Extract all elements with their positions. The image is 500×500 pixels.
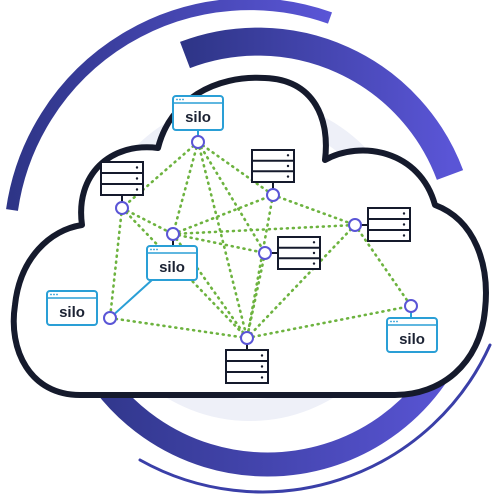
- network-node: [191, 135, 205, 149]
- connection-line: [120, 206, 175, 236]
- server-right: [367, 207, 411, 242]
- connection-line: [171, 193, 275, 236]
- outer-arc-top-left: [6, 0, 333, 211]
- connection-line: [245, 193, 275, 340]
- network-node: [348, 218, 362, 232]
- outer-arc-thin-bottom: [138, 343, 492, 494]
- server-upper-middle: [251, 149, 295, 183]
- server-center: [277, 236, 321, 270]
- connection-line: [353, 223, 413, 308]
- connection-line: [108, 316, 249, 340]
- network-node: [404, 299, 418, 313]
- silo-label: silo: [185, 109, 211, 126]
- server-bottom: [225, 349, 269, 384]
- silo-box-left: silo: [46, 290, 98, 326]
- network-node: [266, 188, 280, 202]
- silo-box-top: silo: [172, 95, 224, 131]
- connection-line: [120, 140, 200, 210]
- connection-line: [245, 223, 357, 340]
- connection-line: [271, 193, 357, 227]
- connection-line: [196, 140, 249, 340]
- silo-box-center: silo: [146, 245, 198, 281]
- connection-line: [245, 251, 267, 340]
- network-node: [166, 227, 180, 241]
- connection-line: [108, 206, 124, 320]
- connection-line: [171, 223, 357, 236]
- network-node: [258, 246, 272, 260]
- connection-line: [171, 140, 200, 236]
- cloud-shape: [10, 74, 489, 398]
- outer-arc-top-right: [180, 27, 464, 180]
- silo-label: silo: [59, 304, 85, 321]
- network-node: [240, 331, 254, 345]
- connection-line: [196, 140, 267, 255]
- silo-box-right: silo: [386, 317, 438, 353]
- network-node: [103, 311, 117, 325]
- connection-line: [171, 232, 267, 255]
- silo-label: silo: [399, 331, 425, 348]
- connection-line: [245, 304, 413, 340]
- server-upper-left: [100, 161, 144, 196]
- nodes: [103, 135, 418, 345]
- silo-label: silo: [159, 259, 185, 276]
- network-node: [115, 201, 129, 215]
